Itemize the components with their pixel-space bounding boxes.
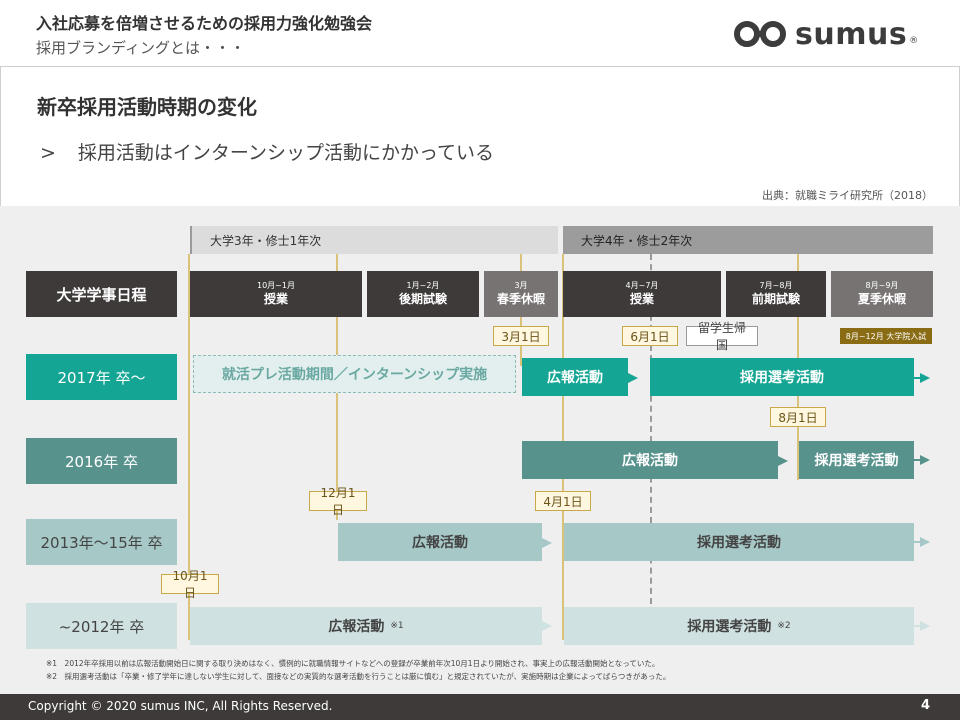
pr-bar-2012: 広報活動 ※1 [190,607,542,645]
date-tag-mar1: 3月1日 [493,326,549,346]
row-label-2013-2015: 2013年〜15年 卒 [26,519,177,565]
year-bar-third: 大学3年・修士1年次 [190,226,558,254]
row-label-2012: ~2012年 卒 [26,603,177,649]
arrow-right-icon [778,456,788,466]
arrow-stem [914,377,922,379]
schedule-item-final-exams: 1月~2月 後期試験 [367,271,479,317]
pr-bar-text: 広報活動 [328,619,385,635]
header-divider [0,66,960,67]
arrow-right-icon [920,537,930,547]
schedule-term: 授業 [629,292,654,306]
schedule-months: 10月~1月 [257,281,295,290]
arrow-stem [914,625,922,627]
arrow-right-icon [920,455,930,465]
footnotes: ※1 2012年卒採用以前は広報活動開始日に関する取り決めはなく、慣例的に就職情… [46,657,670,683]
arrow-right-icon [542,621,552,631]
year-bar-fourth: 大学4年・修士2年次 [563,226,933,254]
bullet-marker: > [40,142,56,164]
schedule-item-summer-break: 8月~9月 夏季休暇 [831,271,933,317]
guide-jun1 [650,254,652,604]
pr-bar-2016: 広報活動 [522,441,778,479]
schedule-term: 後期試験 [398,292,447,306]
schedule-months: 3月 [514,281,528,290]
section-title: 新卒採用活動時期の変化 [37,95,257,119]
selection-bar-text: 採用選考活動 [687,619,772,635]
row-label-2016: 2016年 卒 [26,438,177,484]
copyright: Copyright © 2020 sumus INC, All Rights R… [28,699,333,713]
schedule-term: 前期試験 [751,292,800,306]
footnote-1: ※1 2012年卒採用以前は広報活動開始日に関する取り決めはなく、慣例的に就職情… [46,659,660,668]
arrow-stem [914,459,922,461]
grad-exam-tag: 8月~12月 大学院入試 [840,328,932,344]
schedule-item-classes-fall: 10月~1月 授業 [190,271,362,317]
schedule-label: 大学学事日程 [26,271,177,317]
selection-bar-2017: 採用選考活動 [650,358,914,396]
footnote-ref-1: ※1 [390,621,404,631]
returning-students-tag: 留学生帰国 [686,321,758,352]
bullet-point: > 採用活動はインターンシップ活動にかかっている [40,138,494,165]
page-number: 4 [920,698,930,713]
arrow-right-icon [920,621,930,631]
selection-bar-2013-2015: 採用選考活動 [564,523,914,561]
frame-left [0,66,1,206]
schedule-item-spring-break: 3月 春季休暇 [484,271,558,317]
arrow-right-icon [920,373,930,383]
footnote-ref-2: ※2 [777,621,791,631]
pre-activity-bar: 就活プレ活動期間／インターンシップ実施 [193,355,516,393]
schedule-item-midterm-exams: 7月~8月 前期試験 [726,271,826,317]
date-tag-aug1: 8月1日 [770,407,826,427]
bullet-text: 採用活動はインターンシップ活動にかかっている [77,142,495,164]
date-tag-dec1: 12月1日 [309,486,367,517]
logo-mark-icon [734,21,786,47]
schedule-item-classes-spring: 4月~7月 授業 [563,271,721,317]
schedule-months: 8月~9月 [865,281,899,290]
arrow-stem [914,541,922,543]
footer-bar: Copyright © 2020 sumus INC, All Rights R… [0,694,960,720]
date-tag-apr1: 4月1日 [535,491,591,511]
footnote-2: ※2 採用選考活動は「卒業・修了学年に達しない学生に対して、面接などの実質的な選… [46,672,671,681]
source-citation: 出典：就職ミライ研究所（2018） [762,189,933,202]
schedule-term: 春季休暇 [496,292,545,306]
schedule-term: 授業 [263,292,288,306]
date-tag-jun1: 6月1日 [622,326,678,346]
selection-bar-2012: 採用選考活動 ※2 [564,607,914,645]
registered-mark: ® [909,36,919,46]
selection-bar-2016: 採用選考活動 [799,441,914,479]
deck-subtitle: 採用ブランディングとは・・・ [36,39,245,57]
arrow-right-icon [542,538,552,548]
schedule-months: 1月~2月 [406,281,440,290]
pr-bar-2013-2015: 広報活動 [338,523,542,561]
arrow-right-icon [628,373,638,383]
sumus-logo: sumus ® [733,16,919,52]
date-tag-oct1: 10月1日 [161,569,219,600]
logo-wordmark: sumus [795,16,908,52]
pr-bar-2017: 広報活動 [522,358,628,396]
deck-title: 入社応募を倍増させるための採用力強化勉強会 [36,14,373,33]
schedule-months: 7月~8月 [759,281,793,290]
row-label-2017: 2017年 卒〜 [26,354,177,400]
schedule-months: 4月~7月 [625,281,659,290]
guide-oct1 [188,254,190,640]
schedule-term: 夏季休暇 [857,292,906,306]
